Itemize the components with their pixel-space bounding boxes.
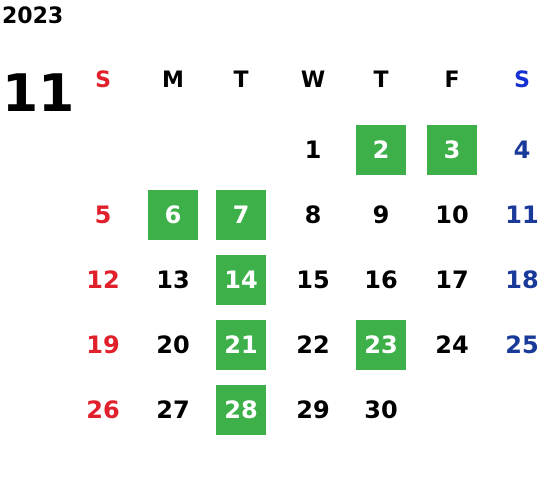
day-cell[interactable]: 16 [364, 266, 398, 294]
day-cell[interactable]: 13 [156, 266, 190, 294]
day-cell[interactable]: 12 [86, 266, 120, 294]
day-cell[interactable]: 24 [435, 331, 469, 359]
day-cell-highlighted[interactable]: 2 [356, 125, 406, 175]
day-cell[interactable]: 17 [435, 266, 469, 294]
day-cell[interactable]: 15 [296, 266, 330, 294]
day-cell[interactable]: 4 [513, 136, 531, 164]
day-cell-highlighted[interactable]: 6 [148, 190, 198, 240]
day-cell[interactable]: 1 [304, 136, 322, 164]
weekday-header: M [162, 67, 184, 93]
day-cell-highlighted[interactable]: 14 [216, 255, 266, 305]
month-number: 11 [2, 64, 75, 124]
day-cell[interactable]: 27 [156, 396, 190, 424]
day-cell[interactable]: 8 [304, 201, 322, 229]
year-label: 2023 [2, 4, 64, 29]
weekday-header: W [300, 67, 326, 93]
day-cell[interactable]: 10 [435, 201, 469, 229]
day-cell-highlighted[interactable]: 3 [427, 125, 477, 175]
weekday-header: S [514, 67, 530, 93]
day-cell-highlighted[interactable]: 7 [216, 190, 266, 240]
day-cell[interactable]: 19 [86, 331, 120, 359]
day-cell[interactable]: 20 [156, 331, 190, 359]
day-cell[interactable]: 29 [296, 396, 330, 424]
day-cell-highlighted[interactable]: 23 [356, 320, 406, 370]
weekday-header: F [444, 67, 460, 93]
weekday-header: T [373, 67, 389, 93]
day-cell[interactable]: 11 [505, 201, 539, 229]
weekday-header: T [233, 67, 249, 93]
day-cell[interactable]: 5 [94, 201, 112, 229]
day-cell[interactable]: 25 [505, 331, 539, 359]
day-cell-highlighted[interactable]: 21 [216, 320, 266, 370]
day-cell-highlighted[interactable]: 28 [216, 385, 266, 435]
day-cell[interactable]: 30 [364, 396, 398, 424]
weekday-header: S [95, 67, 111, 93]
day-cell[interactable]: 22 [296, 331, 330, 359]
day-cell[interactable]: 18 [505, 266, 539, 294]
day-cell[interactable]: 26 [86, 396, 120, 424]
day-cell[interactable]: 9 [372, 201, 390, 229]
